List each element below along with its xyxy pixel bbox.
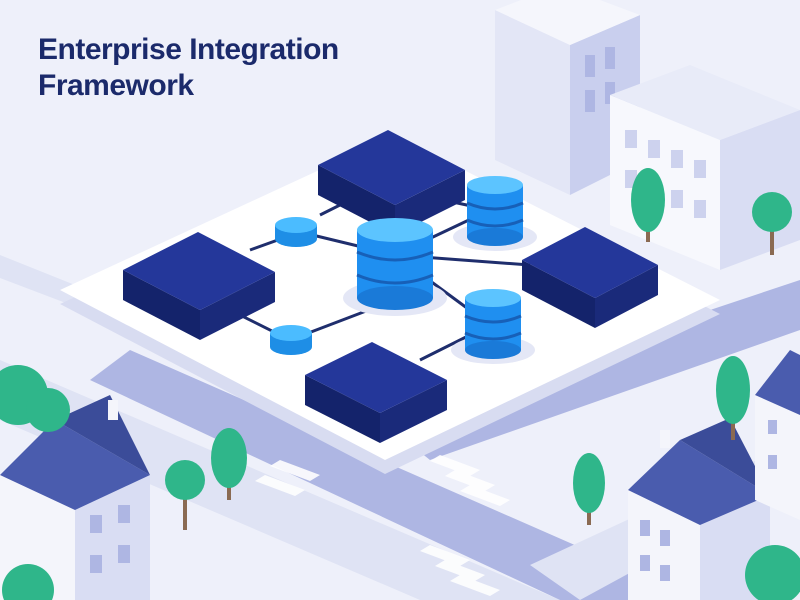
title-line-2: Framework bbox=[38, 69, 194, 102]
tree-icon bbox=[2, 564, 54, 600]
tree-icon bbox=[165, 460, 205, 530]
node-lower bbox=[270, 325, 312, 355]
title-line-1: Enterprise Integration bbox=[38, 33, 339, 66]
house-far-right bbox=[755, 350, 800, 520]
server-block-bottom bbox=[305, 342, 447, 443]
server-block-left bbox=[123, 232, 275, 340]
database-top-right bbox=[453, 176, 537, 251]
tree-icon bbox=[573, 453, 605, 525]
tree-icon bbox=[0, 365, 70, 432]
building-tall bbox=[495, 0, 640, 195]
server-block-right bbox=[522, 227, 658, 328]
database-bottom-right bbox=[451, 289, 535, 364]
tree-icon bbox=[211, 428, 247, 500]
tree-icon bbox=[716, 356, 750, 440]
node-upper bbox=[275, 217, 317, 247]
house-left bbox=[0, 395, 150, 600]
tree-icon bbox=[631, 168, 665, 242]
server-block-top bbox=[318, 130, 465, 235]
tree-icon bbox=[745, 545, 800, 600]
tree-icon bbox=[752, 192, 792, 255]
page-title: Enterprise Integration Framework bbox=[38, 32, 339, 104]
database-center bbox=[343, 218, 447, 316]
